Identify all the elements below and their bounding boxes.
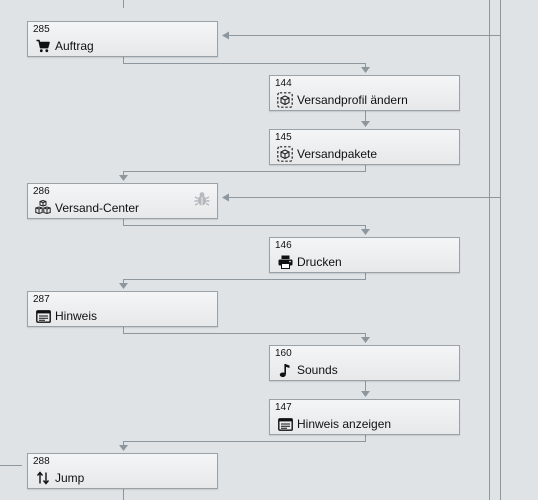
wire-285-144 bbox=[123, 57, 366, 69]
node-number: 286 bbox=[33, 186, 50, 197]
arrowhead-into-146 bbox=[361, 229, 370, 235]
node-label: Versandpakete bbox=[297, 147, 378, 161]
note-icon bbox=[277, 416, 293, 432]
node-147-hinweis-anzeigen[interactable]: 147 Hinweis anzeigen bbox=[269, 399, 460, 435]
node-286-versand-center[interactable]: 286 Versand-Center bbox=[27, 183, 218, 219]
arrowhead-into-286-right bbox=[222, 193, 229, 202]
note-icon bbox=[35, 308, 51, 324]
node-145-versandpakete[interactable]: 145 Versandpakete bbox=[269, 129, 460, 165]
node-label: Hinweis bbox=[55, 309, 98, 323]
node-label: Jump bbox=[55, 471, 85, 485]
package-profile-icon bbox=[277, 92, 293, 108]
node-label: Versandprofil ändern bbox=[297, 93, 408, 107]
node-number: 144 bbox=[275, 78, 292, 89]
arrowhead-into-147 bbox=[361, 391, 370, 397]
arrowhead-into-288 bbox=[119, 445, 128, 451]
node-number: 160 bbox=[275, 348, 292, 359]
wire-146-287 bbox=[123, 273, 366, 285]
node-label: Sounds bbox=[297, 363, 338, 377]
node-number: 287 bbox=[33, 294, 50, 305]
cart-icon bbox=[35, 38, 51, 54]
arrowhead-into-160 bbox=[361, 337, 370, 343]
arrowhead-into-286-top bbox=[119, 175, 128, 181]
arrowhead-into-144 bbox=[361, 67, 370, 73]
printer-icon bbox=[277, 254, 293, 270]
boxes-icon bbox=[35, 200, 51, 216]
node-160-sounds[interactable]: 160 Sounds bbox=[269, 345, 460, 381]
node-number: 147 bbox=[275, 402, 292, 413]
node-285-auftrag[interactable]: 285 Auftrag bbox=[27, 21, 218, 57]
node-label: Versand-Center bbox=[55, 201, 140, 215]
arrowhead-into-285 bbox=[222, 31, 229, 40]
node-number: 145 bbox=[275, 132, 292, 143]
wire-287-160 bbox=[123, 327, 366, 339]
bug-icon[interactable] bbox=[193, 190, 211, 208]
node-label: Drucken bbox=[297, 255, 342, 269]
package-profile-icon bbox=[277, 146, 293, 162]
jump-arrows-icon bbox=[35, 470, 51, 486]
arrowhead-into-287 bbox=[119, 283, 128, 289]
node-label: Auftrag bbox=[55, 39, 94, 53]
node-number: 288 bbox=[33, 456, 50, 467]
wire-286-146 bbox=[123, 219, 366, 231]
node-146-drucken[interactable]: 146 Drucken bbox=[269, 237, 460, 273]
wire-145-286 bbox=[123, 165, 366, 177]
wire-147-288 bbox=[123, 435, 366, 447]
node-number: 146 bbox=[275, 240, 292, 251]
node-label: Hinweis anzeigen bbox=[297, 417, 392, 431]
node-144-versandprofil-aendern[interactable]: 144 Versandprofil ändern bbox=[269, 75, 460, 111]
music-note-icon bbox=[277, 362, 293, 378]
node-287-hinweis[interactable]: 287 Hinweis bbox=[27, 291, 218, 327]
arrowhead-into-145 bbox=[361, 121, 370, 127]
node-number: 285 bbox=[33, 24, 50, 35]
node-288-jump[interactable]: 288 Jump bbox=[27, 453, 218, 489]
